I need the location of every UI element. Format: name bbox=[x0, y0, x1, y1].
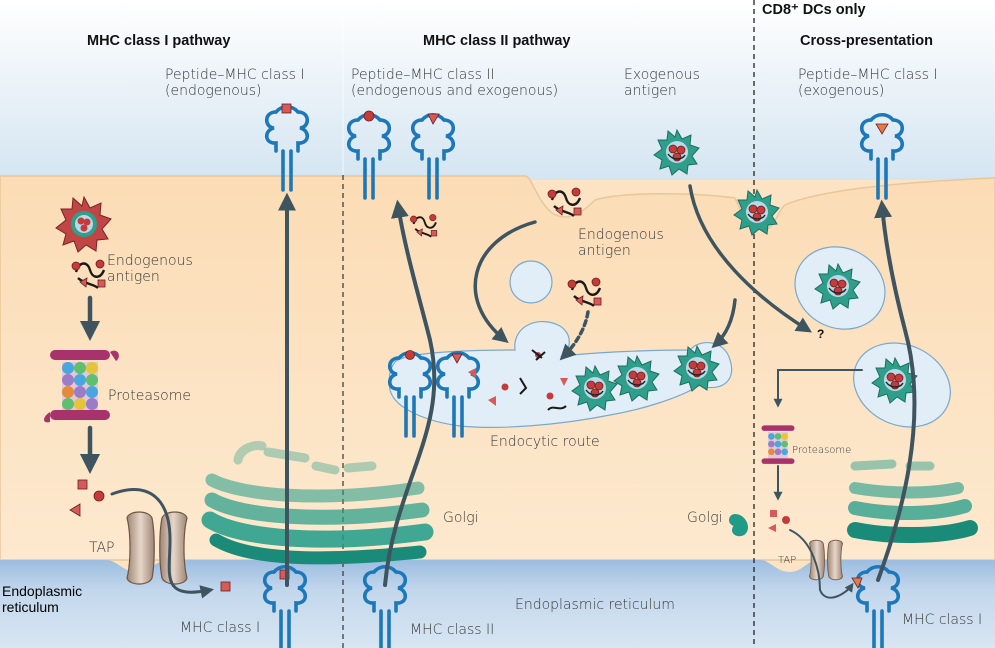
tap-transporter-small bbox=[809, 539, 843, 581]
peptide-triangle-surface bbox=[427, 113, 440, 125]
endogenous-antigen-star-red bbox=[55, 195, 112, 253]
peptide-square-released bbox=[220, 581, 231, 592]
label-peptide-cross: Peptide–MHC class I(exogenous) bbox=[798, 67, 938, 100]
vesicle-endogenous bbox=[509, 260, 553, 304]
extracellular-space bbox=[0, 0, 995, 180]
peptide-circle-surface bbox=[363, 110, 375, 122]
arrows bbox=[79, 184, 917, 599]
peptide-circle-endosome bbox=[405, 350, 415, 360]
label-question-mark: ? bbox=[817, 327, 825, 341]
label-endocytic-route: Endocytic route bbox=[490, 434, 600, 450]
peptides-cytosol bbox=[69, 479, 105, 517]
endocytic-compartment bbox=[388, 321, 733, 428]
label-proteasome: Proteasome bbox=[108, 388, 192, 404]
peptide-triangle-cross bbox=[875, 123, 889, 135]
proteasome-small bbox=[761, 425, 795, 464]
label-peptide-mhc1: Peptide–MHC class I(endogenous) bbox=[165, 67, 305, 100]
label-peptide-mhc2: Peptide–MHC class II(endogenous and exog… bbox=[351, 67, 559, 100]
label-mhc2-er: MHC class II bbox=[410, 622, 495, 638]
antigen-chain-membrane bbox=[546, 186, 583, 218]
endosome-fragments bbox=[468, 349, 568, 411]
golgi-right-small bbox=[729, 514, 748, 537]
proteasome bbox=[44, 350, 119, 423]
label-tap: TAP bbox=[89, 540, 115, 556]
golgi-cross bbox=[847, 459, 978, 544]
peptide-triangle-endosome bbox=[451, 353, 463, 364]
label-proteasome-small: Proteasome bbox=[792, 445, 852, 456]
label-er-center: Endoplasmic reticulum bbox=[515, 597, 675, 613]
header-mhc2-pathway: MHC class II pathway bbox=[423, 33, 571, 49]
header-cross-presentation: Cross-presentation bbox=[800, 33, 933, 49]
er-band bbox=[0, 560, 995, 648]
peptide-triangle-er-cross bbox=[851, 577, 863, 589]
tap-transporter bbox=[126, 511, 188, 585]
header-mhc1-pathway: MHC class I pathway bbox=[87, 33, 231, 49]
peptide-square-surface bbox=[281, 103, 292, 114]
label-tap-small: TAP bbox=[778, 555, 797, 566]
label-mhc1-er: MHC class I bbox=[180, 620, 261, 636]
label-golgi-right: Golgi bbox=[687, 510, 723, 526]
peptides-cytosol-cross bbox=[768, 510, 790, 532]
label-golgi-left: Golgi bbox=[443, 510, 479, 526]
header-cd8-only: CD8⁺ DCs only bbox=[762, 2, 866, 18]
label-mhc1-er-cross: MHC class I bbox=[902, 612, 983, 628]
